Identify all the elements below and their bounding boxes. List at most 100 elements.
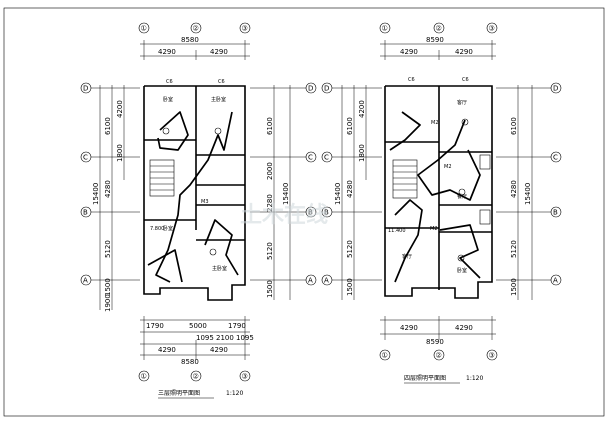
- left-wiring-3: [204, 219, 239, 276]
- left-inner-1800: 1800: [358, 144, 366, 162]
- right-wiring-2: [417, 119, 481, 201]
- right-span-5120: 5120: [266, 242, 274, 260]
- left-wiring-4: [147, 249, 183, 283]
- left-plan-scale: 1:120: [226, 390, 243, 397]
- axis-3: ③: [242, 373, 248, 381]
- bottom-detail2-2100: 2100: [216, 334, 234, 342]
- left-total-height: 15400: [334, 183, 342, 205]
- left-span-5120: 5120: [104, 240, 112, 258]
- room-label: 卧室: [163, 225, 173, 232]
- door-label: M2: [430, 226, 438, 232]
- axis-2: ②: [193, 25, 199, 33]
- left-total-height: 15400: [92, 183, 100, 205]
- left-wiring-2: [155, 111, 233, 283]
- axis-3: ③: [242, 25, 248, 33]
- sheet-border: [3, 7, 605, 417]
- bottom-detail-1790: 1790: [228, 322, 246, 330]
- room-label: 主卧室: [212, 265, 227, 272]
- window-label-c6: C6: [408, 77, 415, 83]
- right-top-axes: ① ② ③: [379, 22, 498, 34]
- right-plan-scale: 1:120: [466, 375, 483, 382]
- right-wiring-1: [389, 111, 421, 151]
- right-top-span-2: 4290: [455, 48, 473, 56]
- axis-a: A: [308, 277, 313, 285]
- light-fixture-icon: [162, 127, 170, 135]
- right-span-1500: 1500: [510, 278, 518, 296]
- axis-1: ①: [141, 25, 147, 33]
- window-label-c6: C6: [166, 79, 173, 85]
- room-label: 卧室: [457, 267, 467, 274]
- axis-c: C: [324, 154, 329, 162]
- axis-a: A: [324, 277, 329, 285]
- bottom-detail-1790: 1790: [146, 322, 164, 330]
- axis-b: B: [324, 209, 329, 217]
- axis-c: C: [553, 154, 558, 162]
- right-top-dimensions: 8590 4290 4290: [380, 36, 496, 60]
- axis-2: ②: [193, 373, 199, 381]
- axis-1: ①: [382, 352, 388, 360]
- right-side-axes-right: D C B A 15400 6100 4280 5120 1500: [496, 82, 562, 300]
- left-span-4280: 4280: [104, 180, 112, 198]
- axis-b: B: [83, 209, 88, 217]
- axis-c: C: [308, 154, 313, 162]
- right-plan-title: 四层照明平面图: [404, 375, 446, 382]
- left-span-1900: 1900: [104, 294, 112, 312]
- light-fixture-icon: [214, 127, 222, 135]
- bottom-span-4290: 4290: [158, 346, 176, 354]
- left-top-dimensions: 8580 4290 4290: [140, 36, 250, 60]
- left-plan-title: 三层照明平面图: [158, 390, 200, 397]
- left-bottom-axes: ① ② ③: [138, 370, 251, 382]
- door-label: M2: [444, 164, 452, 170]
- right-span-6100: 6100: [266, 117, 274, 135]
- right-plan: ① ② ③ 8590 4290 4290 C6 C6 D C B A: [321, 22, 562, 384]
- left-span-5120: 5120: [346, 240, 354, 258]
- axis-b: B: [308, 209, 313, 217]
- left-span-1500: 1500: [104, 278, 112, 296]
- axis-d: D: [553, 85, 558, 93]
- axis-d: D: [83, 85, 88, 93]
- bottom-total-8580: 8580: [181, 358, 199, 366]
- left-side-axes-left: D C B A: [80, 82, 140, 286]
- room-label: 主卧室: [211, 96, 226, 103]
- right-walls: [384, 85, 493, 299]
- left-walls: [143, 85, 246, 301]
- axis-a: A: [553, 277, 558, 285]
- right-bottom-axes: ① ② ③: [379, 349, 498, 361]
- left-top-span-2: 4290: [210, 48, 228, 56]
- right-wiring-4: [439, 224, 481, 279]
- bottom-span-4290: 4290: [400, 324, 418, 332]
- left-inner-4200: 4200: [116, 100, 124, 118]
- right-bottom-dimensions: 4290 4290 8590: [380, 316, 496, 346]
- right-span-4280: 4280: [510, 180, 518, 198]
- panel-label: 7.800: [150, 226, 164, 232]
- left-side-axes-right: D C B A 15400 6100 2000 2280 5120 1500: [250, 82, 317, 300]
- axis-d: D: [324, 85, 329, 93]
- left-top-axes: ① ② ③: [138, 22, 251, 34]
- left-top-span-1: 4290: [158, 48, 176, 56]
- right-side-axes-left: D C B A 15400 6100 4280 5120 1500 4200 1…: [321, 82, 382, 300]
- room-label: 卧室: [163, 96, 173, 103]
- right-span-2280: 2280: [266, 194, 274, 212]
- light-fixture-icon: [458, 188, 466, 196]
- bottom-detail-5000: 5000: [189, 322, 207, 330]
- right-top-total: 8590: [426, 36, 444, 44]
- right-top-span-1: 4290: [400, 48, 418, 56]
- door-label: M2: [431, 120, 439, 126]
- axis-2: ②: [436, 352, 442, 360]
- bottom-total-8590: 8590: [426, 338, 444, 346]
- left-span-1500: 1500: [346, 278, 354, 296]
- left-span-4280: 4280: [346, 180, 354, 198]
- axis-a: A: [83, 277, 88, 285]
- axis-2: ②: [436, 25, 442, 33]
- room-label: 客厅: [457, 99, 467, 106]
- right-span-5120: 5120: [510, 240, 518, 258]
- axis-3: ③: [489, 352, 495, 360]
- left-inner-1800: 1800: [116, 144, 124, 162]
- right-total-height: 15400: [524, 183, 532, 205]
- window-label-c6: C6: [462, 77, 469, 83]
- bottom-detail2-1095: 1095: [196, 334, 214, 342]
- axis-3: ③: [489, 25, 495, 33]
- light-fixture-icon: [457, 254, 465, 262]
- bottom-span-4290: 4290: [455, 324, 473, 332]
